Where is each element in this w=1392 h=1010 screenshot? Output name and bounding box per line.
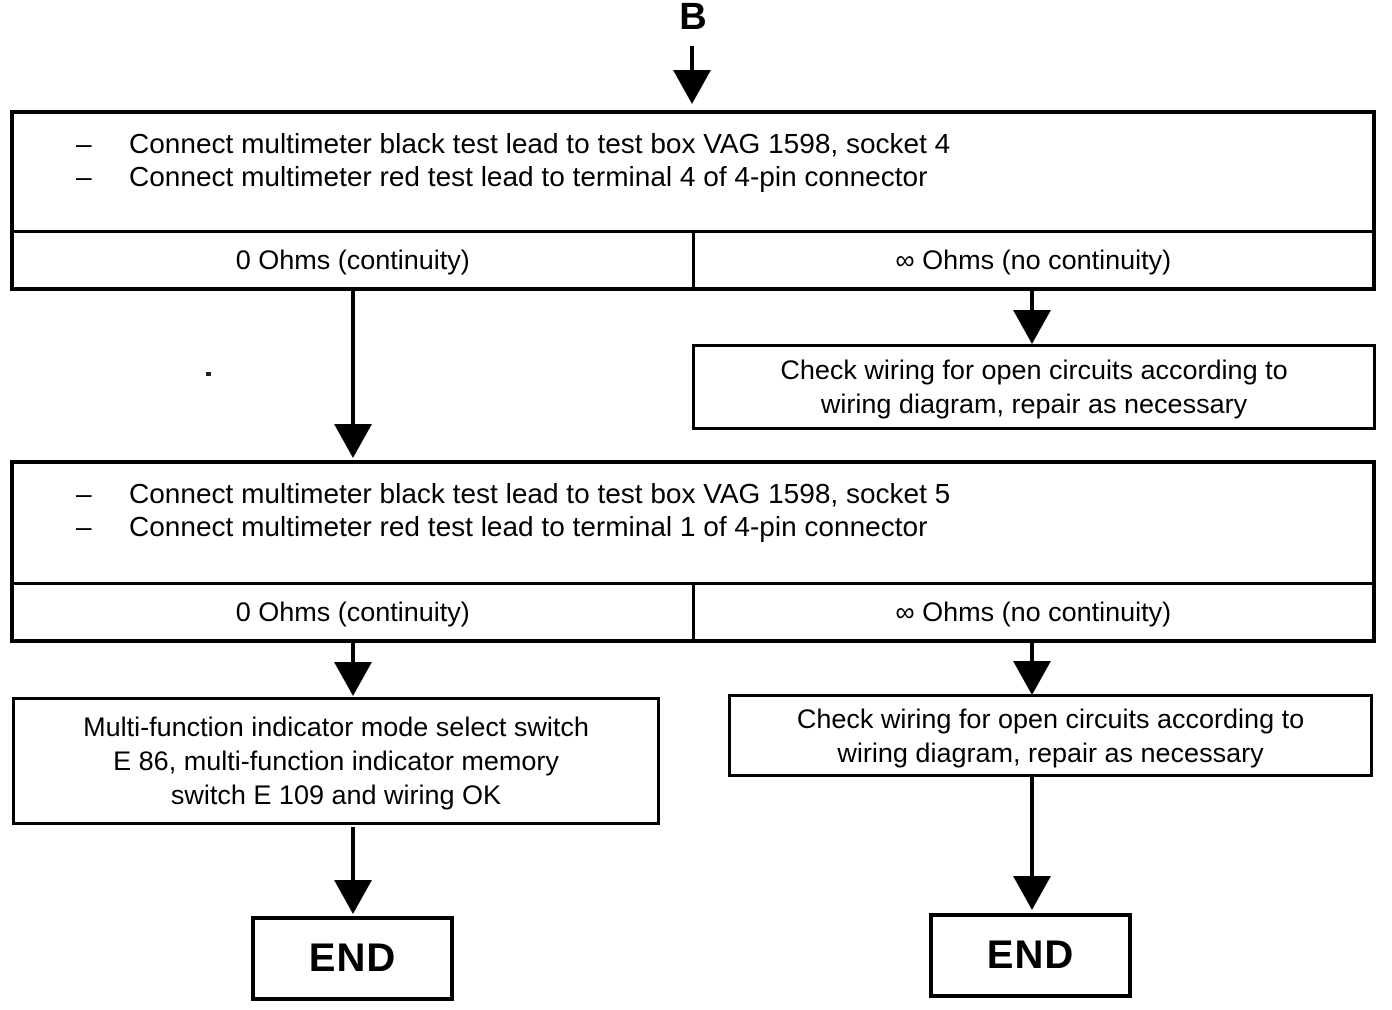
- arrow-down-line: [1030, 291, 1034, 316]
- check-wiring-line: Check wiring for open circuits according…: [796, 703, 1305, 734]
- bullet-dash: –: [76, 478, 92, 509]
- instruction-line: – Connect multimeter red test lead to te…: [76, 160, 1364, 193]
- end-box-right: END: [929, 913, 1132, 998]
- step1-results-row: 0 Ohms (continuity) ∞ Ohms (no continuit…: [14, 230, 1372, 287]
- arrow-down-line: [1030, 643, 1034, 666]
- arrow-down-line: [1030, 777, 1034, 880]
- check-wiring-box-2: Check wiring for open circuits according…: [728, 694, 1373, 777]
- instruction-text: Connect multimeter black test lead to te…: [129, 128, 951, 159]
- instruction-line: – Connect multimeter black test lead to …: [76, 477, 1364, 510]
- arrow-down-icon: [1013, 310, 1051, 344]
- arrow-down-line: [351, 291, 355, 428]
- bullet-dash: –: [76, 128, 92, 159]
- bullet-dash: –: [76, 161, 92, 192]
- arrow-down-line: [351, 827, 355, 884]
- pass-outcome-line: switch E 109 and wiring OK: [170, 780, 502, 810]
- scan-artifact-dot: [206, 372, 211, 376]
- arrow-down-icon: [1013, 876, 1051, 910]
- arrow-down-icon: [334, 662, 372, 696]
- arrow-down-line: [690, 46, 694, 74]
- pass-outcome-line: Multi-function indicator mode select swi…: [83, 712, 589, 742]
- step2-results-row: 0 Ohms (continuity) ∞ Ohms (no continuit…: [14, 582, 1372, 639]
- instruction-line: – Connect multimeter red test lead to te…: [76, 510, 1364, 543]
- arrow-down-icon: [673, 70, 711, 104]
- instruction-text: Connect multimeter red test lead to term…: [129, 161, 928, 192]
- flow-connector-label-b: B: [679, 0, 707, 38]
- instruction-line: – Connect multimeter black test lead to …: [76, 127, 1364, 160]
- check-wiring-line: wiring diagram, repair as necessary: [837, 737, 1264, 768]
- pass-outcome-line: E 86, multi-function indicator memory: [113, 746, 559, 776]
- instruction-text: Connect multimeter black test lead to te…: [129, 478, 951, 509]
- check-wiring-box-1: Check wiring for open circuits according…: [692, 344, 1376, 430]
- step1-result-no-continuity: ∞ Ohms (no continuity): [691, 233, 1373, 287]
- arrow-down-line: [351, 643, 355, 667]
- step1-instructions: – Connect multimeter black test lead to …: [14, 114, 1372, 230]
- arrow-down-icon: [1013, 661, 1051, 695]
- end-box-left: END: [251, 916, 454, 1001]
- step2-result-continuity: 0 Ohms (continuity): [235, 596, 470, 627]
- pass-outcome-box: Multi-function indicator mode select swi…: [12, 697, 660, 825]
- instruction-text: Connect multimeter red test lead to term…: [129, 511, 928, 542]
- step2-box: – Connect multimeter black test lead to …: [10, 460, 1376, 643]
- check-wiring-line: wiring diagram, repair as necessary: [820, 389, 1248, 419]
- step2-instructions: – Connect multimeter black test lead to …: [14, 464, 1372, 582]
- check-wiring-line: Check wiring for open circuits according…: [780, 355, 1288, 385]
- bullet-dash: –: [76, 511, 92, 542]
- step1-result-continuity: 0 Ohms (continuity): [235, 244, 470, 275]
- step2-result-no-continuity: ∞ Ohms (no continuity): [691, 585, 1373, 639]
- arrow-down-icon: [334, 880, 372, 914]
- arrow-down-icon: [334, 424, 372, 458]
- step1-box: – Connect multimeter black test lead to …: [10, 110, 1376, 291]
